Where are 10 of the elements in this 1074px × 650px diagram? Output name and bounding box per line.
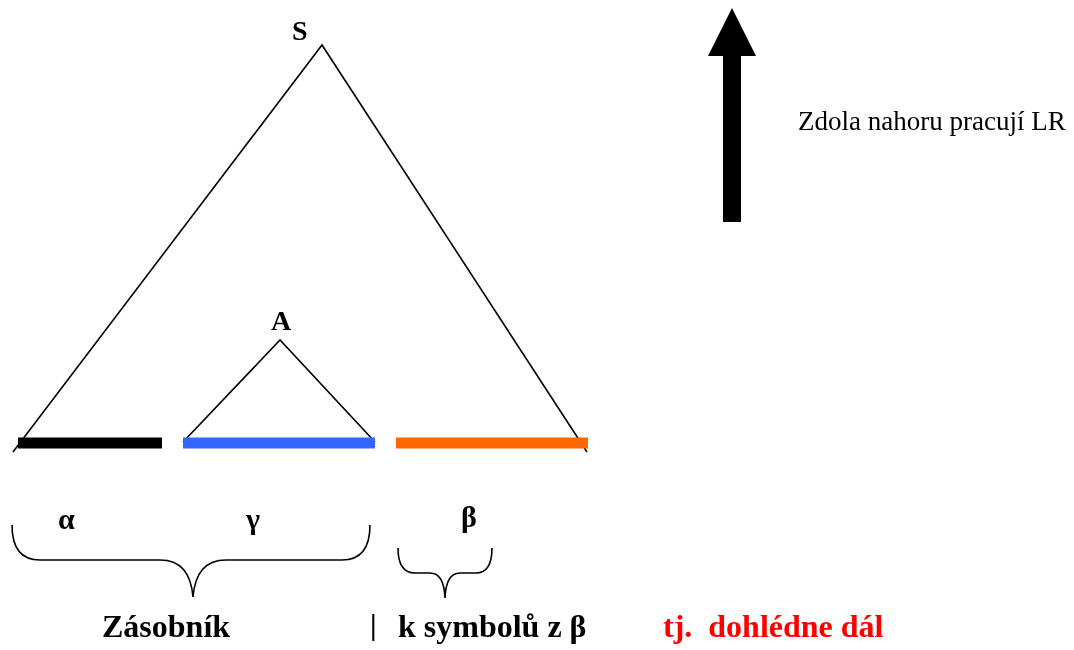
- node-label: A: [271, 305, 292, 338]
- stack-label: Zásobník: [102, 608, 231, 645]
- symbol-label: γ: [246, 502, 261, 537]
- separator-text: |: [370, 608, 377, 643]
- annotation-text: Zdola nahoru pracují LR: [798, 105, 1067, 138]
- symbol-label: α: [58, 502, 75, 537]
- note-text: tj. dohlédne dál: [663, 608, 884, 645]
- node-label: S: [292, 15, 308, 48]
- symbol-label: β: [461, 500, 477, 535]
- lookahead-label: k symbolů z β: [398, 608, 587, 645]
